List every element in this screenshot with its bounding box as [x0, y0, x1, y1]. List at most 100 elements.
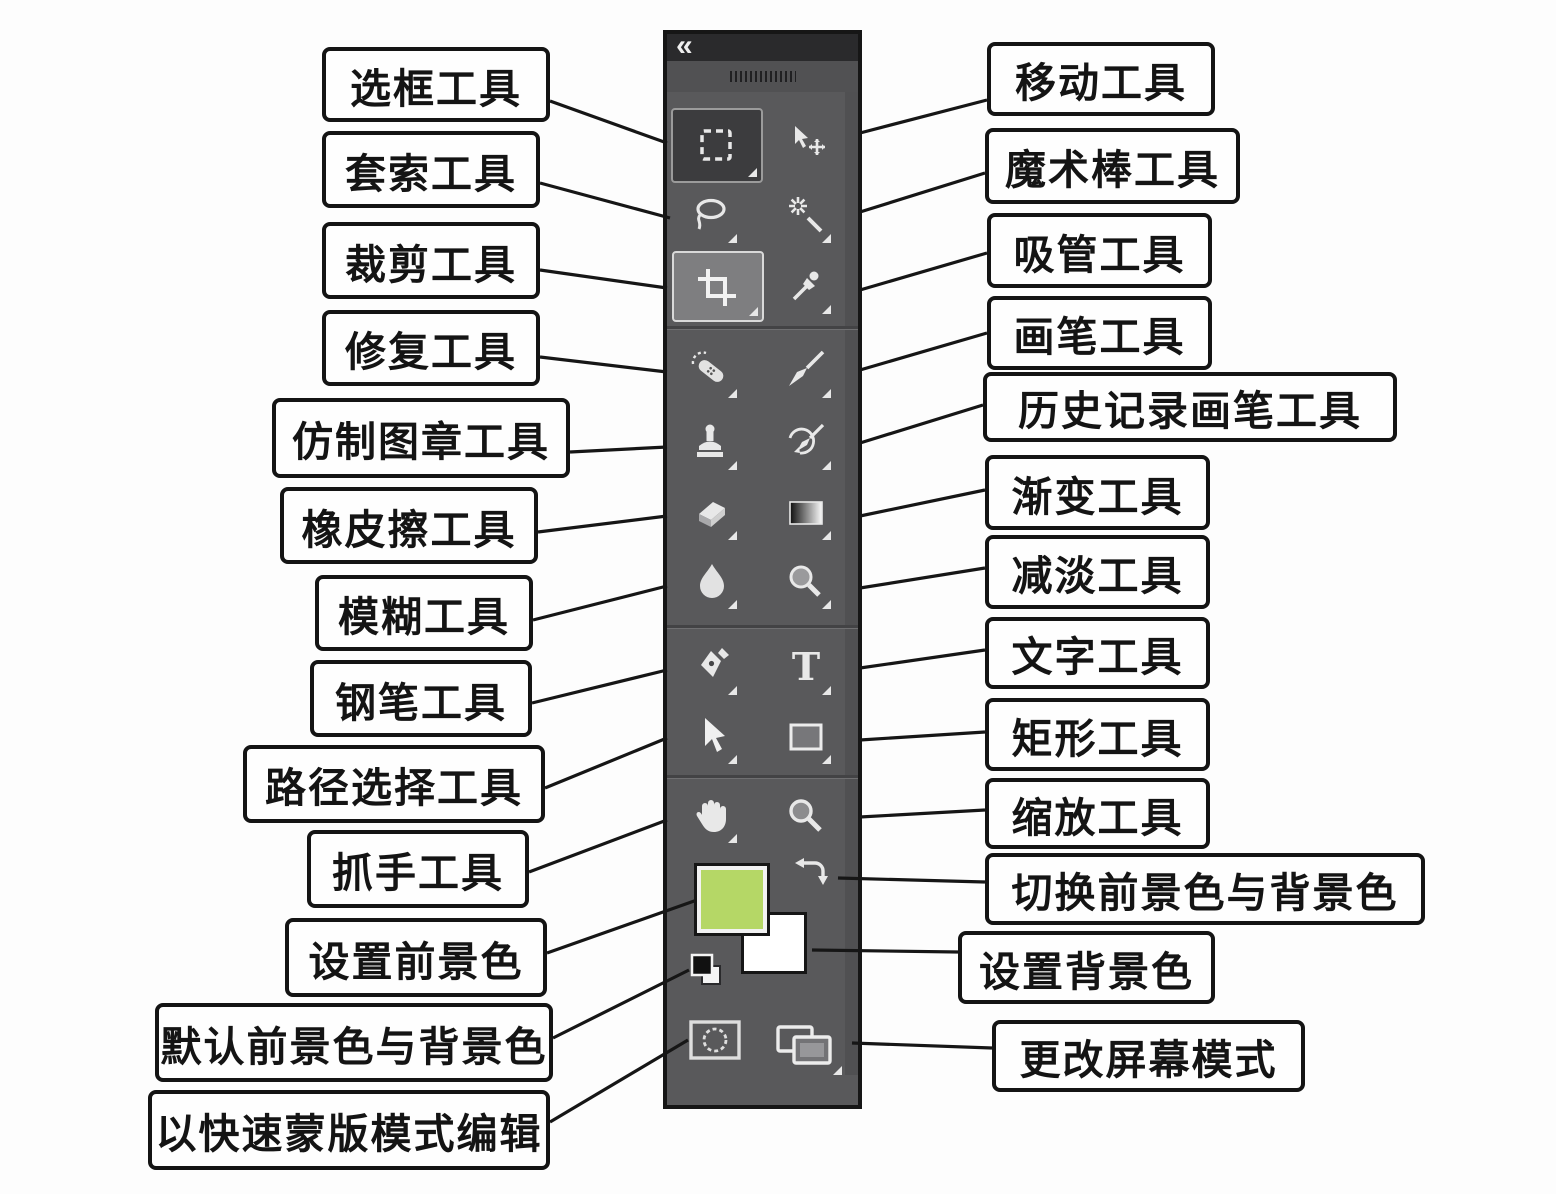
- callout-left-8: 钢笔工具: [310, 660, 532, 737]
- callout-right-11: 切换前景色与背景色: [985, 853, 1425, 925]
- callout-left-7: 模糊工具: [315, 575, 533, 651]
- connector-line: [539, 355, 668, 374]
- flyout-triangle: [822, 600, 831, 609]
- connector-line: [528, 818, 668, 874]
- connector-line: [532, 584, 668, 622]
- flyout-triangle: [833, 1066, 842, 1075]
- move-icon: [795, 126, 825, 155]
- panel-header: «: [667, 29, 858, 62]
- panel-separator: [667, 326, 858, 330]
- marquee-tool[interactable]: [671, 108, 763, 183]
- selection-arrow-icon: [705, 718, 725, 752]
- type-icon: T: [792, 644, 820, 689]
- connector-line: [549, 99, 668, 145]
- flyout-triangle: [822, 461, 831, 470]
- panel-title-marks: [729, 71, 796, 82]
- switch-colors-button[interactable]: [789, 853, 833, 900]
- connector-line: [859, 648, 986, 670]
- callout-right-1: 移动工具: [987, 42, 1215, 116]
- panel-separator: [667, 625, 858, 629]
- callout-right-9: 矩形工具: [985, 698, 1210, 771]
- flyout-triangle: [728, 834, 737, 843]
- quick-mask-button[interactable]: [687, 1016, 743, 1069]
- callout-left-6: 橡皮擦工具: [280, 487, 538, 564]
- brush-tool[interactable]: [783, 348, 831, 398]
- water-drop-icon: [700, 564, 724, 598]
- foreground-color-swatch[interactable]: [694, 863, 770, 936]
- callout-right-10: 缩放工具: [985, 778, 1210, 849]
- flyout-triangle: [728, 389, 737, 398]
- collapse-panel-icon[interactable]: «: [676, 29, 693, 62]
- panel-right-shade: [845, 92, 858, 1075]
- blur-tool[interactable]: [689, 559, 737, 609]
- flyout-triangle: [822, 305, 831, 314]
- callout-right-6: 渐变工具: [985, 455, 1210, 530]
- pen-nib-icon: [701, 648, 729, 677]
- connector-line: [537, 514, 668, 534]
- flyout-triangle: [822, 389, 831, 398]
- screen-mode-icon: [776, 1025, 832, 1065]
- screen-mode-button[interactable]: [772, 1019, 842, 1075]
- rectangle-icon: [789, 723, 823, 751]
- flyout-triangle: [728, 531, 737, 540]
- connector-line: [859, 171, 986, 214]
- flyout-triangle: [822, 755, 831, 764]
- connector-line: [859, 808, 986, 819]
- dodge-tool[interactable]: [783, 559, 831, 609]
- crop-tool[interactable]: [672, 251, 764, 322]
- callout-left-1: 选框工具: [322, 47, 550, 122]
- callout-left-9: 路径选择工具: [243, 745, 545, 823]
- callout-left-4: 修复工具: [322, 310, 540, 386]
- flyout-triangle: [728, 600, 737, 609]
- healing-brush-tool[interactable]: [689, 348, 737, 398]
- callout-right-13: 更改屏幕模式: [992, 1020, 1305, 1092]
- connector-line: [859, 98, 988, 135]
- connector-line: [544, 736, 668, 790]
- connector-line: [539, 268, 668, 290]
- panel-separator: [667, 775, 858, 779]
- rectangle-tool[interactable]: [783, 714, 831, 764]
- eraser-tool[interactable]: [689, 490, 737, 540]
- callout-left-5: 仿制图章工具: [272, 398, 570, 478]
- gradient-tool[interactable]: [783, 490, 831, 540]
- callout-left-12: 默认前景色与背景色: [155, 1003, 553, 1082]
- callout-left-10: 抓手工具: [307, 830, 529, 908]
- connector-line: [859, 251, 988, 292]
- connector-line: [531, 668, 668, 705]
- path-selection-tool[interactable]: [689, 714, 737, 764]
- callout-left-13: 以快速蒙版模式编辑: [148, 1090, 550, 1170]
- bandage-icon: [691, 351, 724, 382]
- magic-wand-icon: [789, 197, 823, 233]
- flyout-triangle: [728, 755, 737, 764]
- magnifier-icon: [789, 799, 822, 832]
- callout-right-5: 历史记录画笔工具: [983, 372, 1397, 442]
- flyout-triangle: [728, 461, 737, 470]
- switch-arrows-icon: [795, 858, 828, 885]
- type-tool[interactable]: T: [783, 644, 831, 695]
- hand-tool[interactable]: [689, 793, 737, 843]
- connector-line: [859, 403, 984, 445]
- stamp-icon: [697, 424, 723, 457]
- callout-right-3: 吸管工具: [987, 213, 1212, 288]
- magic-wand-tool[interactable]: [783, 193, 831, 243]
- pen-tool[interactable]: [689, 645, 737, 695]
- callout-right-2: 魔术棒工具: [985, 128, 1240, 204]
- flyout-triangle: [728, 234, 737, 243]
- move-tool[interactable]: [783, 122, 829, 168]
- lasso-icon: [696, 198, 726, 230]
- callout-right-12: 设置背景色: [958, 931, 1215, 1004]
- callout-right-8: 文字工具: [985, 617, 1210, 689]
- zoom-tool[interactable]: [783, 793, 829, 839]
- history-brush-tool[interactable]: [783, 420, 831, 470]
- default-colors-button[interactable]: [688, 952, 726, 995]
- svg-text:T: T: [792, 645, 820, 689]
- eyedropper-tool[interactable]: [783, 264, 831, 314]
- flyout-triangle: [749, 307, 758, 316]
- connector-line: [859, 730, 986, 742]
- clone-stamp-tool[interactable]: [689, 420, 737, 470]
- gradient-icon: [789, 501, 823, 525]
- lasso-tool[interactable]: [689, 193, 737, 243]
- hand-icon: [696, 800, 726, 832]
- history-brush-icon: [788, 423, 825, 455]
